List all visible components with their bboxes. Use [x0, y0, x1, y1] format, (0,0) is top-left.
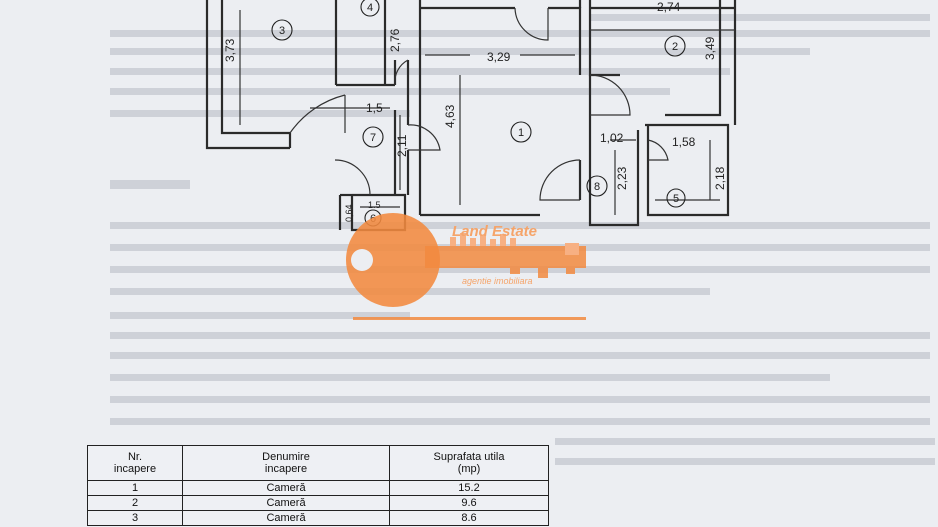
dimension-label: 1,02	[600, 131, 624, 145]
land-estate-logo: Land Estate agentie imobiliara	[346, 213, 586, 320]
room-label-8: 8	[594, 181, 600, 193]
dimension-label: 1,5	[366, 101, 383, 115]
header-nr: Nr. incapere	[87, 445, 183, 481]
dimension-label: 2,74	[657, 0, 681, 14]
dimension-label: 2,18	[713, 166, 727, 190]
dimension-label: 2,76	[388, 28, 402, 52]
cell-area: 15.2	[389, 480, 549, 496]
room-label-4: 4	[367, 2, 373, 14]
room-label-3: 3	[279, 25, 285, 37]
rooms-table: Nr. incapere Denumire incapere Suprafata…	[87, 445, 549, 526]
header-name: Denumire incapere	[182, 445, 390, 481]
dimension-label: 1,58	[672, 135, 696, 149]
room-label-5: 5	[673, 193, 679, 205]
dimension-label: 3,73	[223, 38, 237, 62]
cell-nr: 3	[87, 510, 183, 526]
room-label-2: 2	[672, 41, 678, 53]
dimension-label: 3,49	[703, 36, 717, 60]
dimension-label: 3,29	[487, 50, 511, 64]
cell-name: Cameră	[182, 480, 390, 496]
cell-area: 9.6	[389, 495, 549, 511]
room-label-7: 7	[370, 132, 376, 144]
cell-name: Cameră	[182, 495, 390, 511]
table-row: 1 Cameră 15.2	[87, 480, 549, 496]
table-header-row: Nr. incapere Denumire incapere Suprafata…	[87, 445, 549, 481]
dimension-label: 2,11	[395, 134, 409, 157]
cell-nr: 2	[87, 495, 183, 511]
logo-brand-text: Land Estate	[452, 223, 537, 240]
dimension-label: 0,64	[344, 204, 354, 222]
dimension-label: 2,23	[615, 166, 629, 190]
dimension-label: 4,63	[443, 104, 457, 128]
table-row: 2 Cameră 9.6	[87, 495, 549, 511]
room-label-1: 1	[518, 127, 524, 139]
cell-name: Cameră	[182, 510, 390, 526]
dimension-label: 1.5	[368, 200, 381, 210]
cell-nr: 1	[87, 480, 183, 496]
logo-tagline-text: agentie imobiliara	[462, 276, 533, 286]
cell-area: 8.6	[389, 510, 549, 526]
table-row: 3 Cameră 8.6	[87, 510, 549, 526]
header-area: Suprafata utila (mp)	[389, 445, 549, 481]
